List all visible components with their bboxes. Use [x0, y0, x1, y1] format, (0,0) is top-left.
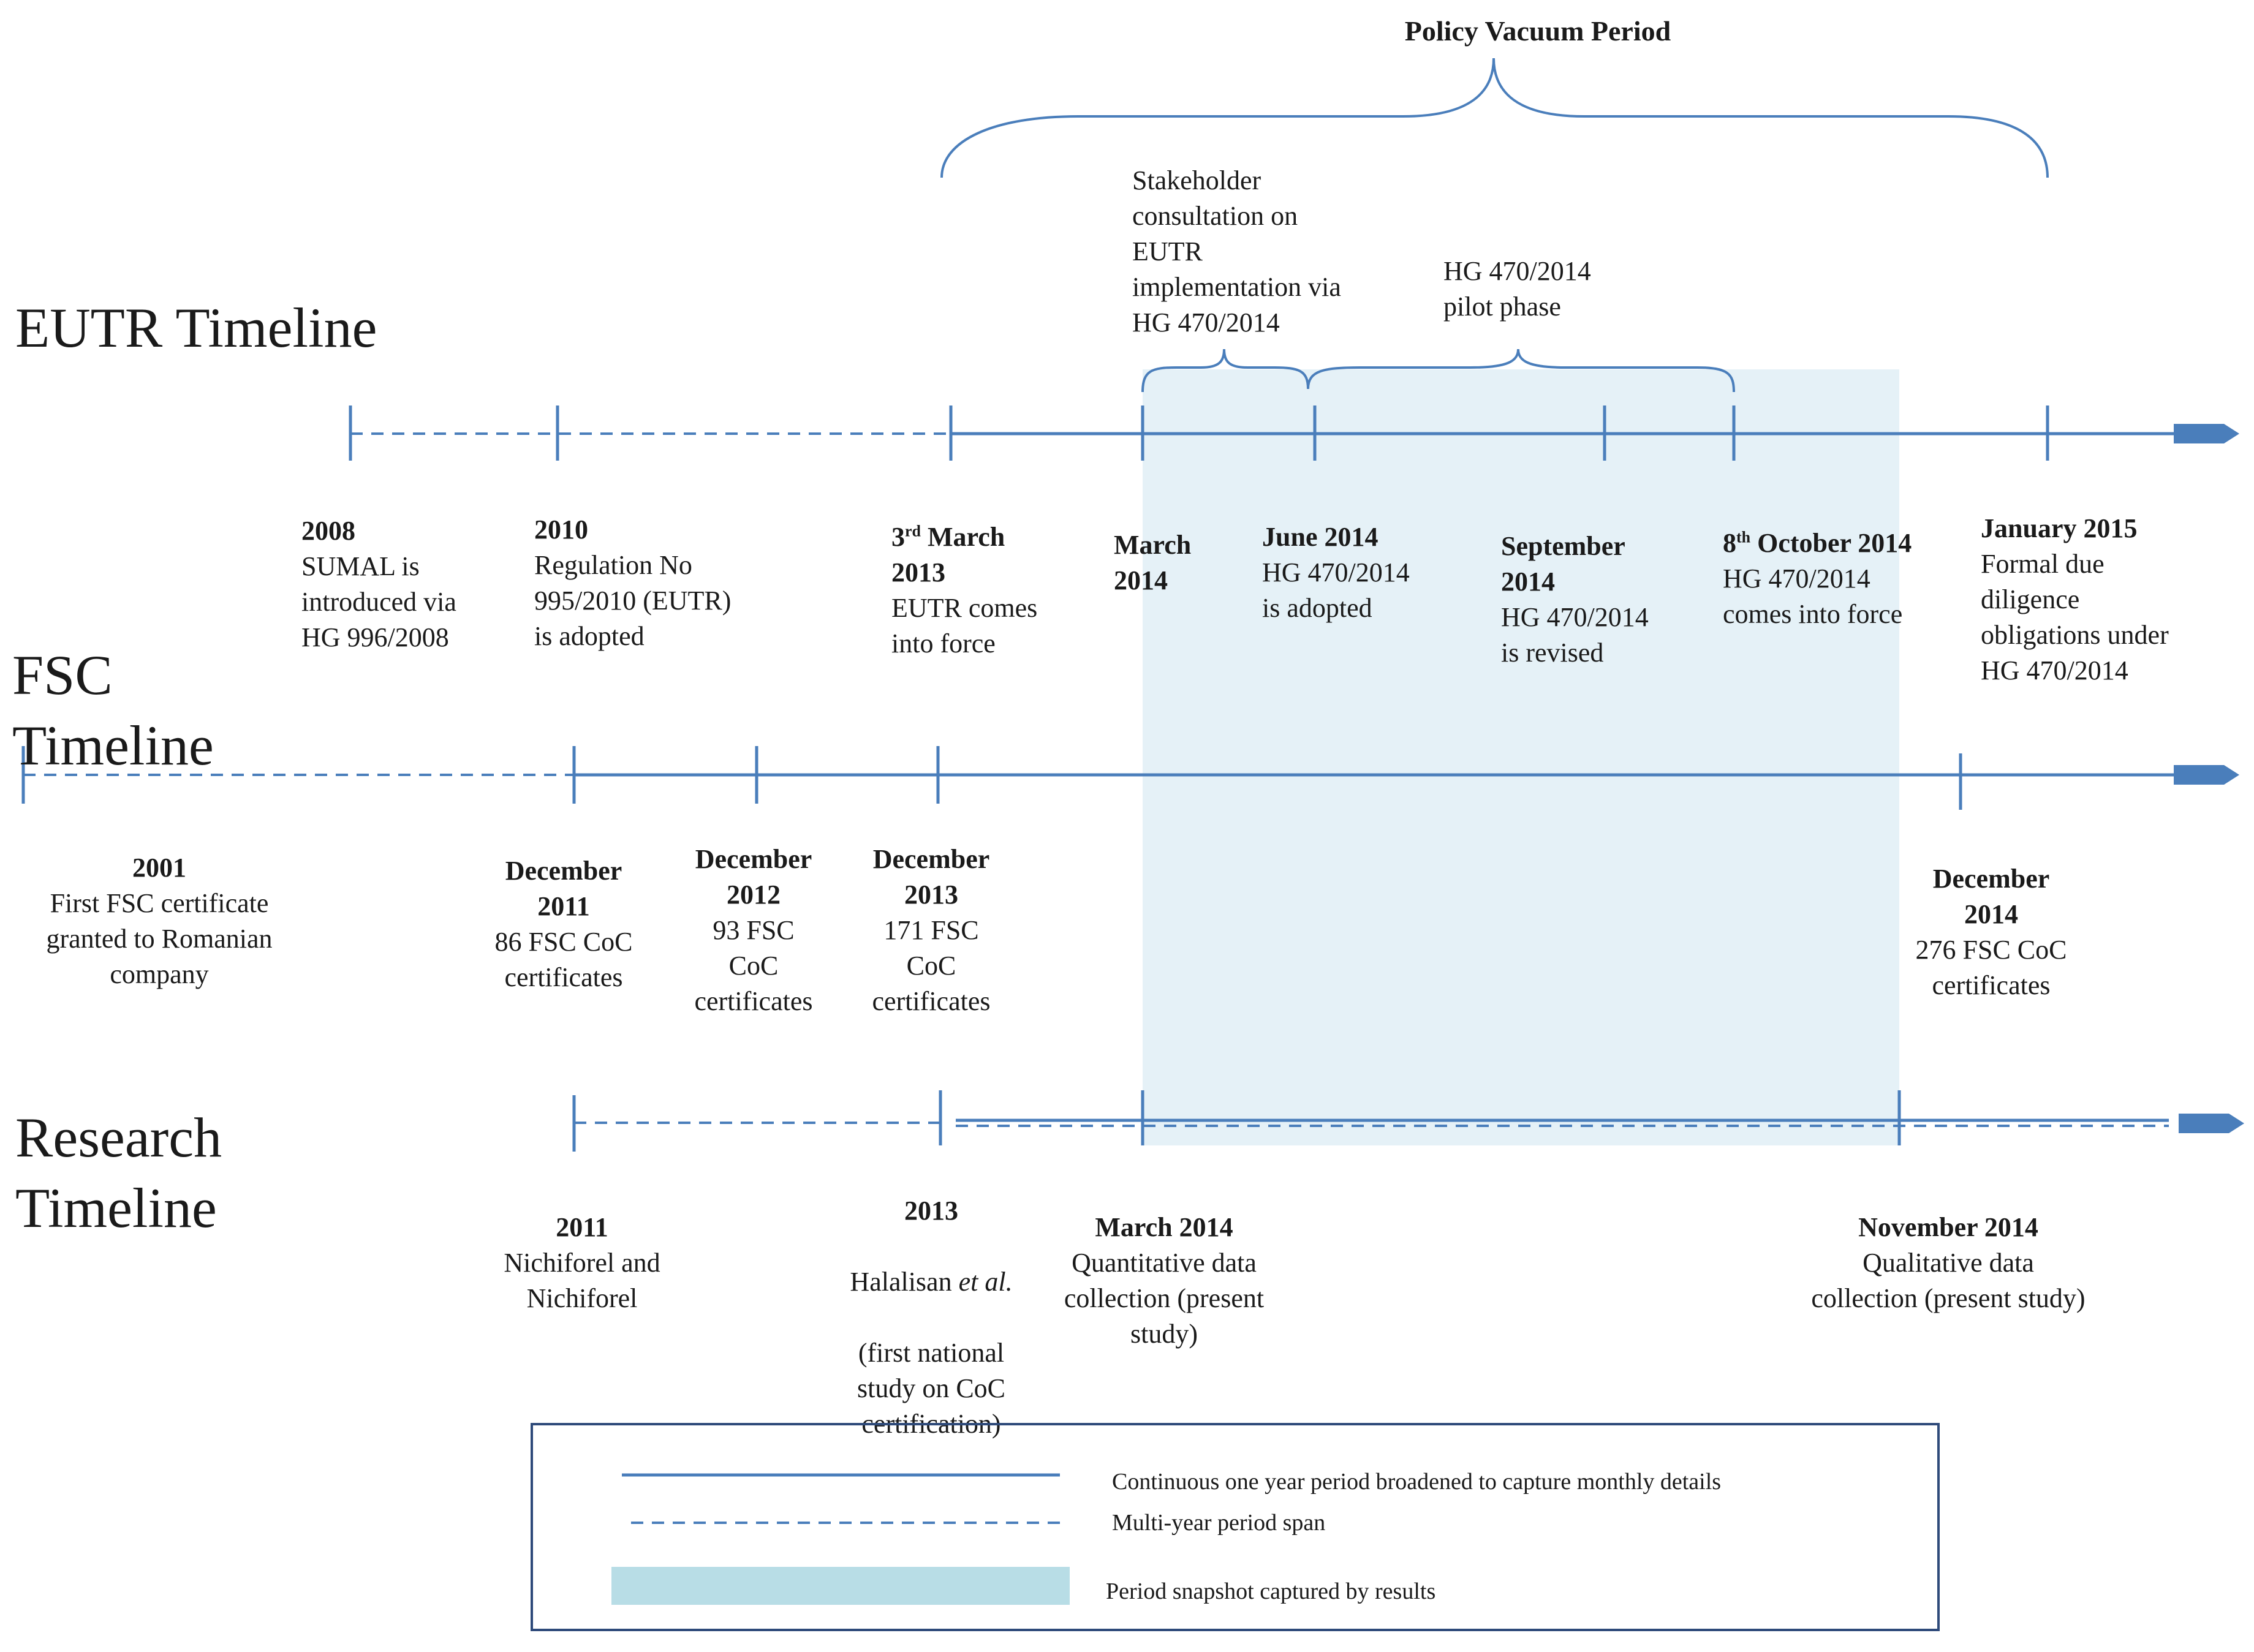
- eutr-ticks: [349, 405, 2049, 461]
- results-snapshot-shading: [1143, 369, 1899, 1145]
- consultation-brace: [1141, 349, 1309, 393]
- policy-vacuum-brace: [940, 58, 2049, 178]
- pilot-phase-brace: [1307, 349, 1735, 393]
- fsc-timeline-title: FSC Timeline: [12, 644, 214, 777]
- legend-box: [531, 1423, 1940, 1631]
- legend-shaded-swatch: [611, 1567, 1070, 1605]
- legend-shaded-label: Period snapshot captured by results: [1106, 1578, 1436, 1604]
- fsc-arrowhead: [2174, 765, 2239, 785]
- research-arrowhead: [2179, 1114, 2244, 1133]
- eutr-timeline-title: EUTR Timeline: [15, 296, 377, 359]
- legend-dashed-label: Multi-year period span: [1112, 1510, 1326, 1536]
- eutr-arrowhead: [2174, 424, 2239, 443]
- research-ticks: [572, 1090, 1901, 1152]
- policy-vacuum-label: Policy Vacuum Period: [1404, 15, 1671, 47]
- legend-solid-label: Continuous one year period broadened to …: [1112, 1469, 1722, 1495]
- consultation-label: Stakeholder consultation on EUTR impleme…: [1132, 165, 1341, 338]
- research-timeline-title: Research Timeline: [15, 1106, 222, 1239]
- eutr-event-march-2014: March 2014: [1114, 530, 1192, 595]
- fsc-ticks: [21, 746, 1962, 810]
- pilot-phase-label: HG 470/2014 pilot phase: [1443, 256, 1591, 322]
